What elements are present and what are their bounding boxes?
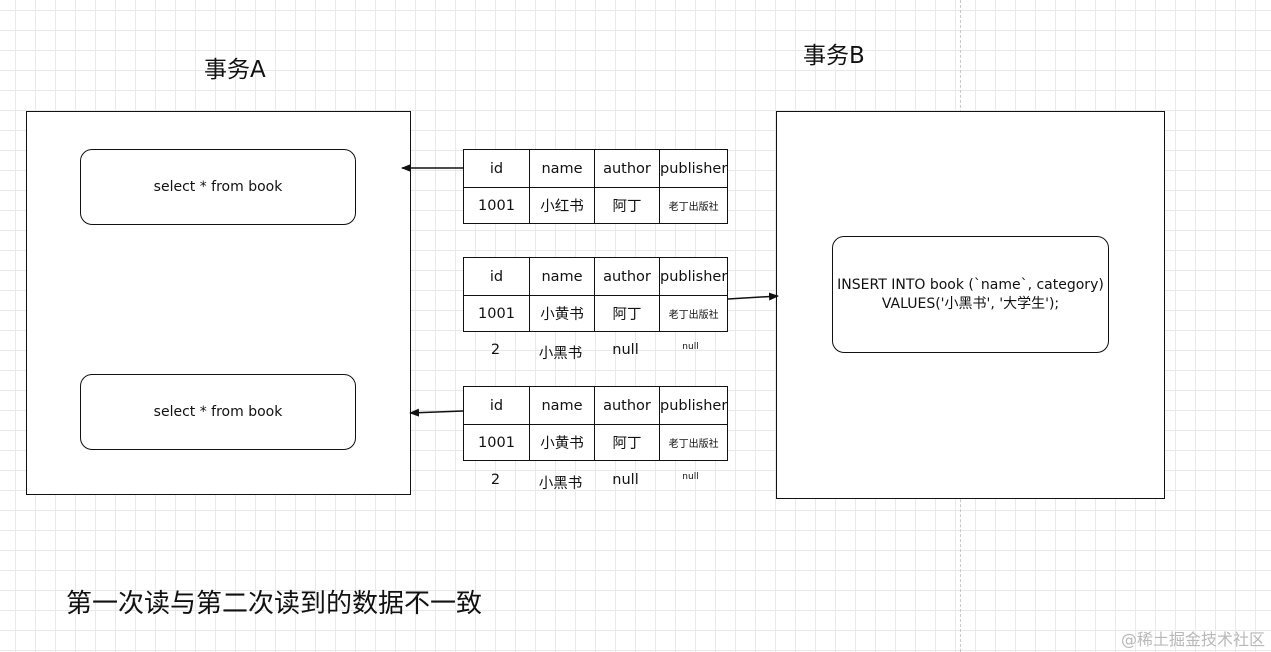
table-cell: 阿丁 (594, 295, 660, 332)
column-header: publisher (658, 149, 729, 188)
column-header: id (463, 257, 530, 296)
extra-cell: null (612, 342, 639, 358)
column-header: publisher (658, 257, 729, 296)
table-cell: 老丁出版社 (658, 424, 729, 461)
column-header: publisher (658, 386, 729, 425)
extra-cell: null (682, 472, 699, 482)
column-header: author (594, 386, 660, 425)
table-row: 1001 小黄书 阿丁 老丁出版社 (463, 424, 729, 461)
insert-query-box: INSERT INTO book (`name`, category) VALU… (832, 236, 1109, 353)
extra-cell: null (612, 472, 639, 488)
column-header: name (529, 149, 595, 188)
table-cell: 1001 (463, 295, 530, 332)
arrow-table2-to-insert (727, 292, 779, 301)
result-table-3: id name author publisher 1001 小黄书 阿丁 老丁出… (463, 386, 729, 461)
table-cell: 小黄书 (529, 295, 595, 332)
table-extra-row-3: 2 小黑书 null null (463, 472, 723, 493)
watermark-text: @稀土掘金技术社区 (1120, 630, 1265, 649)
select-query-text-1: select * from book (153, 178, 283, 195)
extra-cell: 小黑书 (538, 476, 583, 492)
result-table-1: id name author publisher 1001 小红书 阿丁 老丁出… (463, 149, 729, 224)
table-cell: 1001 (463, 187, 530, 224)
table-extra-row-2: 2 小黑书 null null (463, 342, 723, 363)
table-row: 1001 小黄书 阿丁 老丁出版社 (463, 295, 729, 332)
arrow-table3-to-select2 (409, 408, 464, 417)
select-query-text-2: select * from book (153, 403, 283, 420)
insert-query-line-2: VALUES('小黑书', '大学生'); (881, 295, 1060, 312)
extra-cell: null (682, 342, 699, 352)
conclusion-text: 第一次读与第二次读到的数据不一致 (66, 589, 483, 619)
table-cell: 小黄书 (529, 424, 595, 461)
extra-cell: 小黑书 (538, 346, 583, 362)
transaction-b-title: 事务B (803, 43, 865, 69)
table-row: 1001 小红书 阿丁 老丁出版社 (463, 187, 729, 224)
column-header: id (463, 149, 530, 188)
extra-cell: 2 (490, 472, 501, 488)
extra-cell: 2 (490, 342, 501, 358)
select-query-box-1: select * from book (80, 149, 356, 225)
insert-query-line-1: INSERT INTO book (`name`, category) (837, 277, 1104, 294)
table-cell: 阿丁 (594, 187, 660, 224)
select-query-box-2: select * from book (80, 374, 356, 450)
transaction-a-title: 事务A (204, 57, 266, 83)
table-cell: 1001 (463, 424, 530, 461)
table-header-row: id name author publisher (463, 257, 729, 296)
result-table-2: id name author publisher 1001 小黄书 阿丁 老丁出… (463, 257, 729, 332)
column-header: author (594, 257, 660, 296)
column-header: name (529, 257, 595, 296)
table-cell: 老丁出版社 (658, 187, 729, 224)
table-cell: 老丁出版社 (658, 295, 729, 332)
